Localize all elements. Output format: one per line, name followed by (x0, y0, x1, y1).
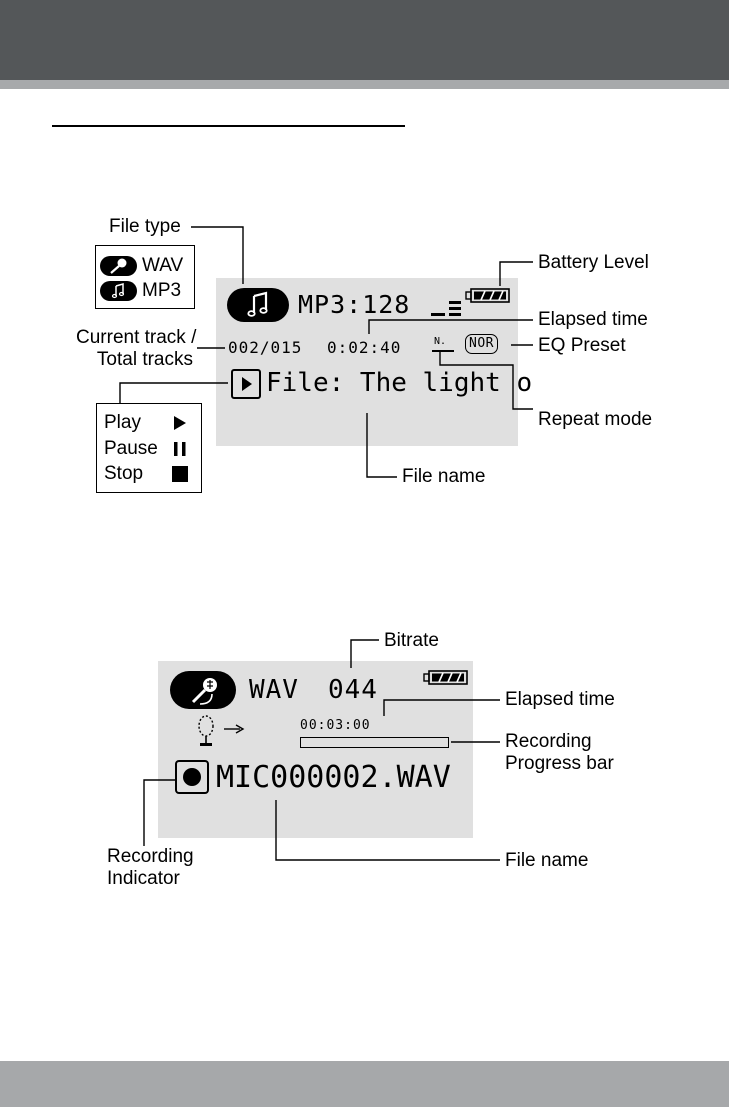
legend-play-label: Play (104, 412, 141, 434)
music-note-legend-icon (100, 281, 137, 301)
lcd-eq-preset: NOR (465, 334, 498, 354)
label-recording-indicator-line2: Indicator (107, 868, 194, 890)
stop-icon (172, 466, 188, 482)
label-file-type: File type (109, 216, 181, 238)
legend-stop-label: Stop (104, 463, 143, 485)
play-state-icon (231, 369, 261, 399)
label-recording-indicator: Recording Indicator (107, 846, 194, 890)
lcd-rec-file-name: MIC000002.WAV (216, 760, 451, 796)
recording-progress-bar (300, 737, 449, 748)
lcd-repeat-mode: N. (434, 336, 446, 348)
microphone-icon (100, 256, 137, 276)
label-progress-bar-line2: Progress bar (505, 753, 614, 775)
label-battery-level: Battery Level (538, 252, 649, 274)
lcd-format-bitrate: MP3:128 (298, 290, 410, 320)
lcd-rec-format: WAV (249, 675, 299, 705)
eq-bars-icon (431, 298, 463, 318)
legend-wav-label: WAV (142, 255, 183, 277)
label-rec-elapsed-time: Elapsed time (505, 689, 615, 711)
lcd-rec-elapsed: 00:03:00 (300, 718, 371, 734)
music-note-icon (227, 288, 289, 322)
header-stripe (0, 80, 729, 89)
mic-source-icon (195, 714, 217, 748)
lcd-elapsed-time: 0:02:40 (327, 338, 401, 358)
label-repeat-mode: Repeat mode (538, 409, 652, 431)
label-bitrate: Bitrate (384, 630, 439, 652)
label-elapsed-time: Elapsed time (538, 309, 648, 331)
battery-rec-icon (424, 670, 468, 686)
lcd-file-name: File: The light o (266, 367, 532, 399)
lcd-track-counter: 002/015 (228, 338, 302, 358)
arrow-right-icon (224, 724, 244, 734)
microphone-pill-icon (170, 671, 236, 709)
legend-pause-label: Pause (104, 438, 158, 460)
legend-mp3-label: MP3 (142, 280, 181, 302)
battery-icon (466, 288, 510, 304)
header-bar (0, 0, 729, 80)
pause-icon (173, 442, 187, 456)
lcd-rec-bitrate: 044 (328, 675, 378, 705)
label-progress-bar: Recording Progress bar (505, 731, 614, 775)
label-progress-bar-line1: Recording (505, 731, 614, 753)
record-icon (175, 760, 209, 794)
label-current-track-line1: Current track / (76, 327, 193, 349)
label-file-name: File name (402, 466, 485, 488)
label-recording-indicator-line1: Recording (107, 846, 194, 868)
title-rule (52, 125, 405, 127)
label-current-track-line2: Total tracks (76, 349, 193, 371)
label-current-track: Current track / Total tracks (76, 327, 193, 371)
label-eq-preset: EQ Preset (538, 335, 626, 357)
play-icon (173, 415, 187, 431)
repeat-underline (432, 350, 454, 352)
label-rec-file-name: File name (505, 850, 588, 872)
footer-bar (0, 1061, 729, 1107)
